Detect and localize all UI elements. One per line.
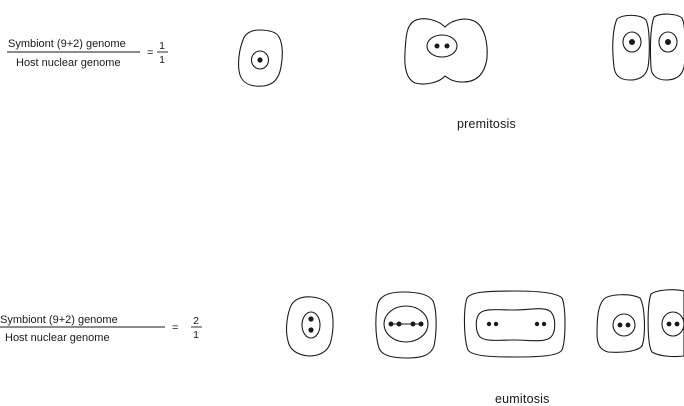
symbiont-genome-dot — [625, 322, 631, 328]
symbiont-genome-dot — [665, 39, 671, 45]
bottom-ratio-value-numerator: 2 — [193, 315, 199, 327]
bottom-ratio-equals-sign: = — [172, 322, 178, 334]
symbiont-genome-dot — [493, 321, 499, 327]
daughter-cell-right-outline — [647, 289, 684, 358]
symbiont-genome-dot — [308, 327, 314, 333]
symbiont-outline — [622, 31, 642, 53]
symbiont-genome-dot — [444, 43, 450, 49]
host-cell-outline — [238, 29, 283, 87]
bottom-ratio-equation: Symbiont (9+2) genome Host nuclear genom… — [0, 314, 202, 344]
symbiont-outline — [658, 31, 678, 53]
symbiont-genome-dot — [257, 57, 263, 63]
symbiont-genome-dot — [396, 321, 402, 327]
symbiont-genome-dot — [629, 39, 635, 45]
symbiont-genome-dot — [434, 43, 440, 49]
daughter-cell-left-outline — [596, 294, 645, 353]
top-ratio-equals-sign: = — [147, 47, 153, 59]
bottom-stage-1-cell — [285, 296, 334, 357]
top-ratio-denominator: Host nuclear genome — [16, 57, 121, 69]
top-stage-2-cell — [404, 18, 488, 85]
symbiont-genome-dot — [617, 322, 623, 328]
symbiont-genome-dot — [666, 321, 672, 327]
symbiont-genome-dot — [308, 316, 314, 322]
symbiont-genome-dot — [388, 321, 394, 327]
symbiont-outline — [250, 50, 270, 70]
bottom-ratio-value-denominator: 1 — [193, 329, 199, 341]
elongated-host-cell-outline — [463, 290, 566, 358]
symbiont-genome-dot — [534, 321, 540, 327]
top-ratio-value-numerator: 1 — [159, 40, 165, 52]
top-ratio-equation: Symbiont (9+2) genome Host nuclear genom… — [7, 38, 168, 69]
symbiont-outline — [612, 313, 636, 337]
symbiont-genome-dot — [486, 321, 492, 327]
premitosis-caption: premitosis — [457, 117, 516, 131]
symbiont-outline — [301, 311, 321, 339]
dividing-host-cell-outline — [404, 18, 488, 85]
bottom-stage-3-cell — [463, 290, 566, 358]
symbiont-outline — [426, 34, 458, 58]
top-ratio-value-denominator: 1 — [159, 54, 165, 66]
daughter-cell-right-outline — [649, 13, 684, 81]
top-stage-1-cell — [238, 29, 283, 87]
bottom-ratio-numerator: Symbiont (9+2) genome — [0, 314, 118, 326]
elongated-symbiont-outline — [475, 308, 556, 342]
symbiont-genome-dot — [674, 321, 680, 327]
symbiont-outline — [661, 311, 684, 337]
host-cell-outline — [285, 296, 334, 357]
host-cell-outline — [375, 291, 437, 359]
symbiont-genome-dot — [418, 321, 424, 327]
bottom-stage-4-daughter-cells — [596, 289, 684, 358]
eumitosis-caption: eumitosis — [495, 392, 550, 406]
bottom-stage-2-cell — [375, 291, 437, 359]
bottom-ratio-denominator: Host nuclear genome — [5, 332, 110, 344]
daughter-cell-left-outline — [612, 14, 650, 81]
top-stage-3-daughter-cells — [612, 13, 684, 81]
symbiont-genome-dot — [410, 321, 416, 327]
top-ratio-numerator: Symbiont (9+2) genome — [8, 38, 126, 50]
symbiont-genome-dot — [541, 321, 547, 327]
symbiont-outline — [383, 305, 429, 343]
